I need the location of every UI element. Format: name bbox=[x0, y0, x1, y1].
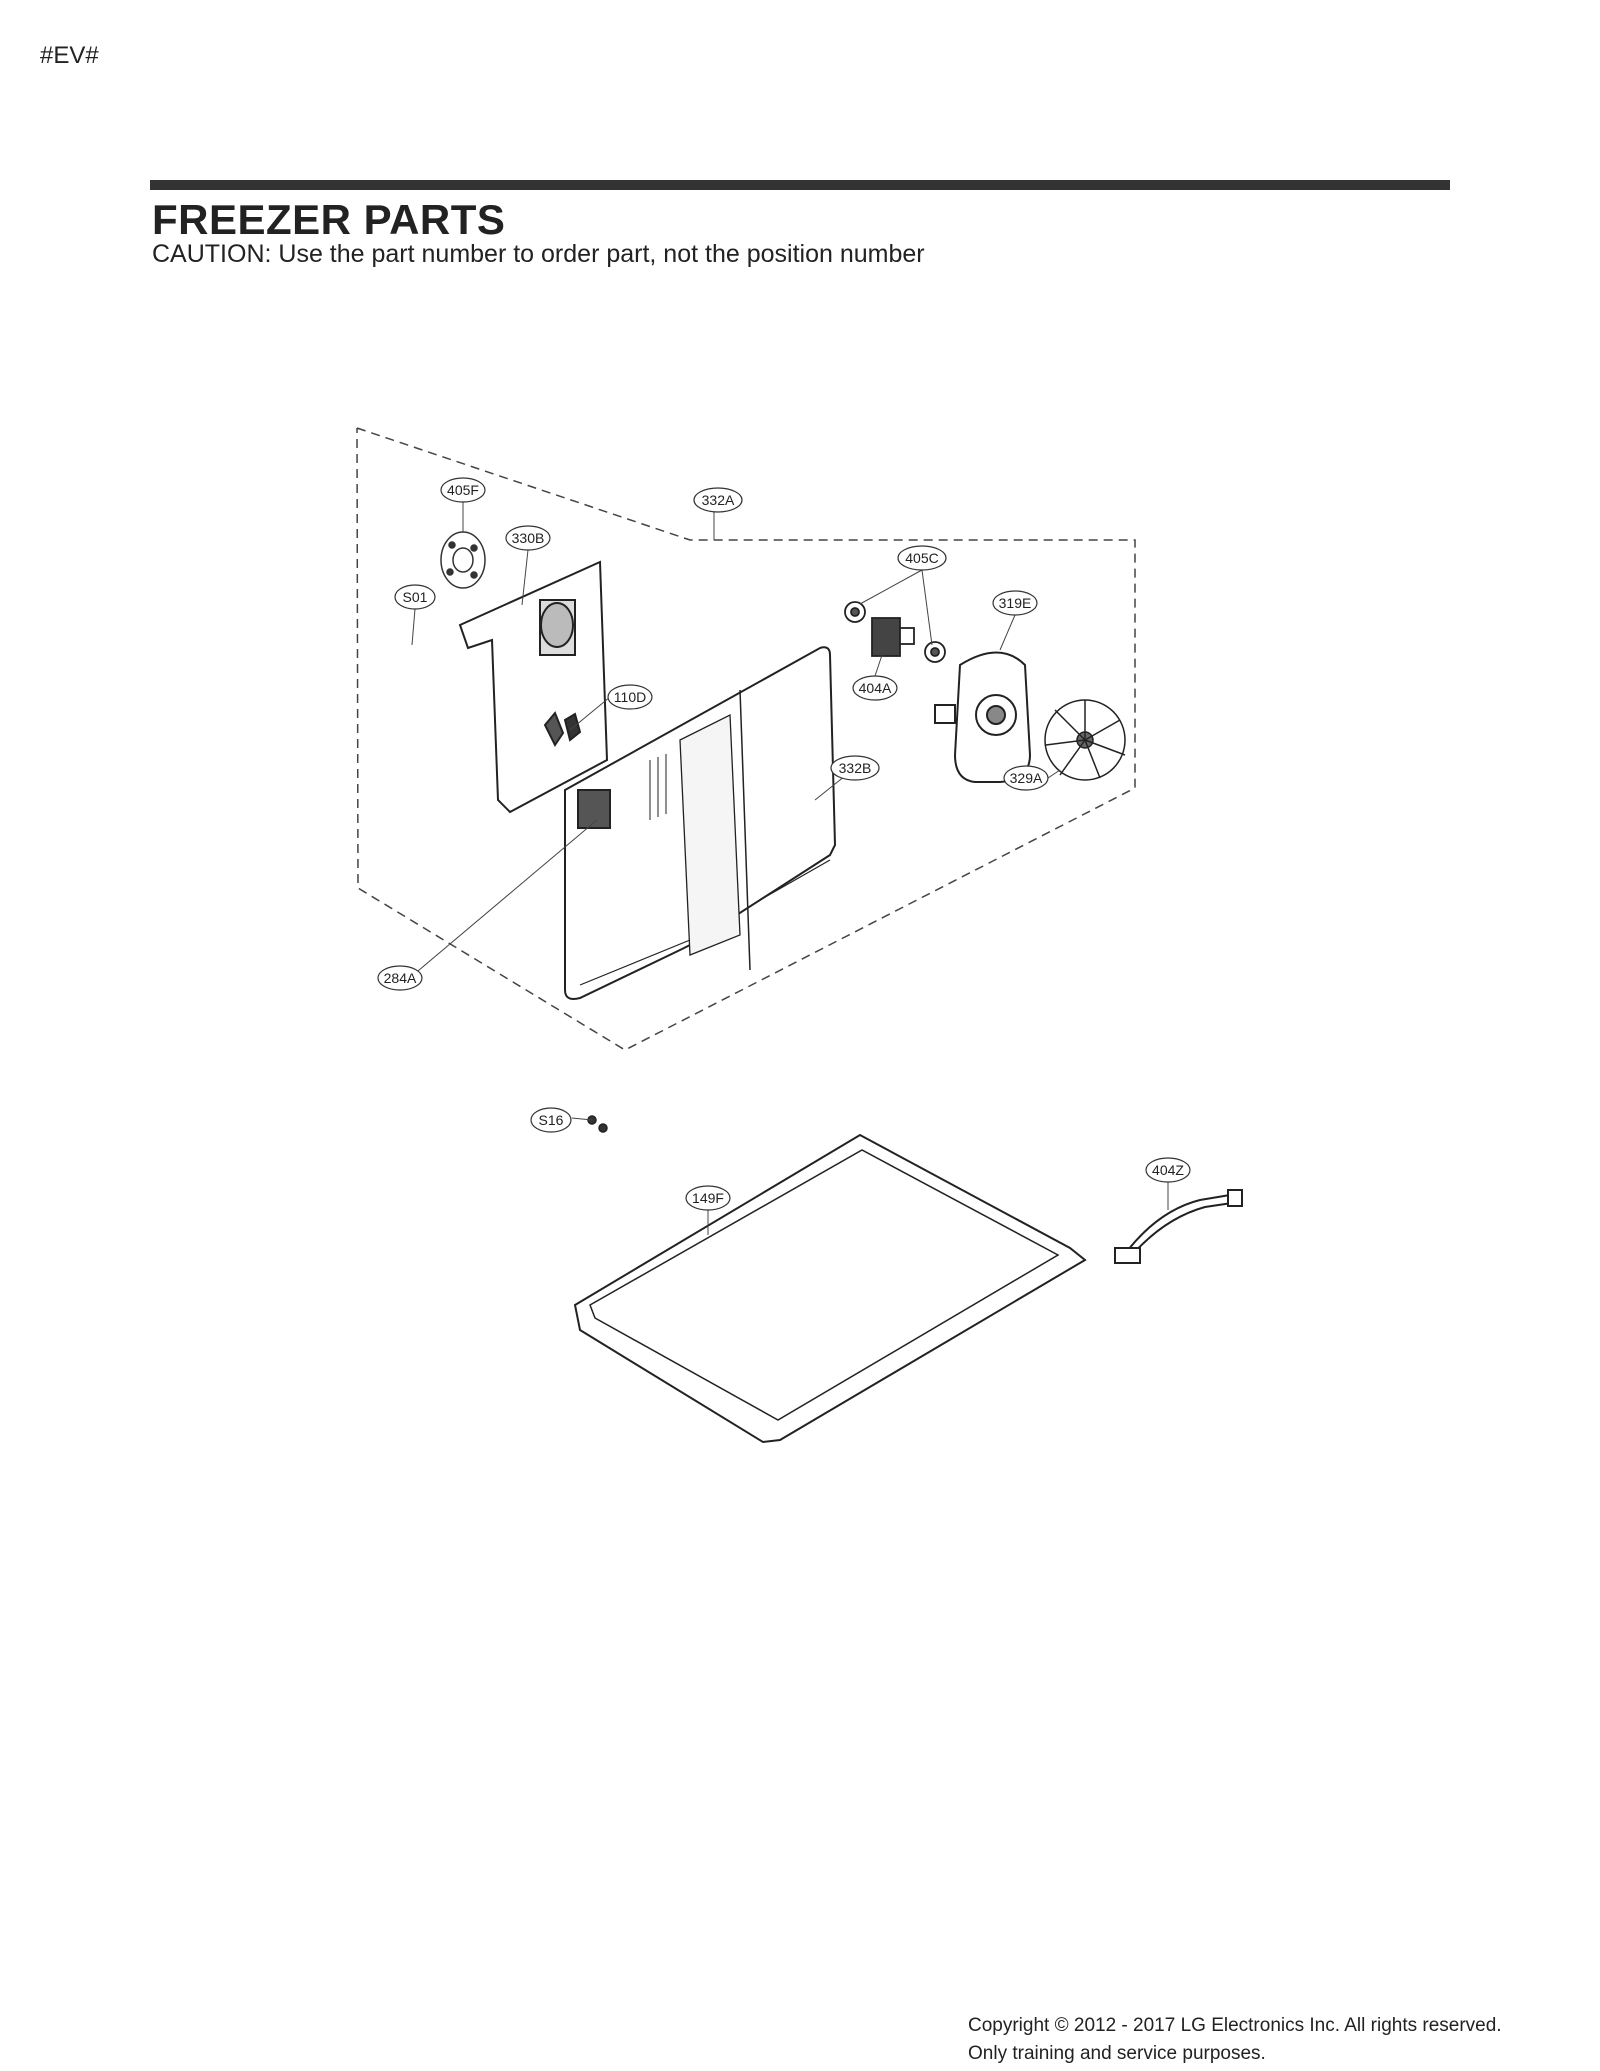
callout-284A: 284A bbox=[377, 965, 423, 991]
part-149F-frame bbox=[573, 1133, 1087, 1444]
caution-note: CAUTION: Use the part number to order pa… bbox=[152, 240, 925, 268]
callout-332B-text: 332B bbox=[839, 760, 872, 776]
page-mark: #EV# bbox=[40, 42, 99, 69]
part-S16-screw bbox=[587, 1115, 608, 1133]
callout-110D: 110D bbox=[607, 684, 653, 710]
callout-404Z: 404Z bbox=[1145, 1157, 1191, 1183]
assembly-boundary bbox=[356, 427, 1136, 1051]
callout-S16-text: S16 bbox=[539, 1112, 564, 1128]
callout-149F: 149F bbox=[685, 1185, 731, 1211]
callout-329A: 329A bbox=[1003, 765, 1049, 791]
part-332B-cover bbox=[564, 646, 837, 1000]
part-404A-motor bbox=[844, 601, 946, 663]
callout-332A: 332A bbox=[693, 487, 743, 513]
callout-284A-text: 284A bbox=[384, 970, 417, 986]
callout-S16: S16 bbox=[530, 1107, 572, 1133]
callout-330B-text: 330B bbox=[512, 530, 545, 546]
callout-S01-text: S01 bbox=[403, 589, 428, 605]
callout-319E-text: 319E bbox=[999, 595, 1032, 611]
callout-404Z-text: 404Z bbox=[1152, 1162, 1184, 1178]
callout-405F: 405F bbox=[440, 477, 486, 503]
part-319E-fan-housing bbox=[934, 651, 1032, 783]
callout-332A-text: 332A bbox=[702, 492, 735, 508]
part-405F-disc bbox=[440, 531, 486, 589]
callout-319E: 319E bbox=[992, 590, 1038, 616]
callout-330B: 330B bbox=[505, 525, 551, 551]
part-404Z-harness bbox=[1114, 1189, 1243, 1264]
callout-404A-text: 404A bbox=[859, 680, 892, 696]
page-title: FREEZER PARTS bbox=[152, 196, 506, 243]
title-rule bbox=[150, 180, 1450, 190]
part-329A-fan-blade bbox=[1044, 699, 1126, 781]
callout-329A-text: 329A bbox=[1010, 770, 1043, 786]
leader-lines bbox=[411, 502, 1169, 1235]
callout-110D-text: 110D bbox=[614, 689, 646, 705]
callout-404A: 404A bbox=[852, 675, 898, 701]
copyright-footer: Copyright © 2012 - 2017 LG Electronics I… bbox=[968, 2012, 1502, 2068]
callout-332B: 332B bbox=[830, 755, 880, 781]
callout-405C: 405C bbox=[897, 545, 947, 571]
callout-405F-text: 405F bbox=[447, 482, 479, 498]
callout-405C-text: 405C bbox=[905, 550, 938, 566]
copyright-line: Copyright © 2012 - 2017 LG Electronics I… bbox=[968, 2015, 1502, 2036]
callout-S01: S01 bbox=[394, 584, 436, 610]
usage-notice: Only training and service purposes. bbox=[968, 2043, 1266, 2064]
part-330B-bracket bbox=[458, 560, 609, 814]
callout-149F-text: 149F bbox=[692, 1190, 724, 1206]
